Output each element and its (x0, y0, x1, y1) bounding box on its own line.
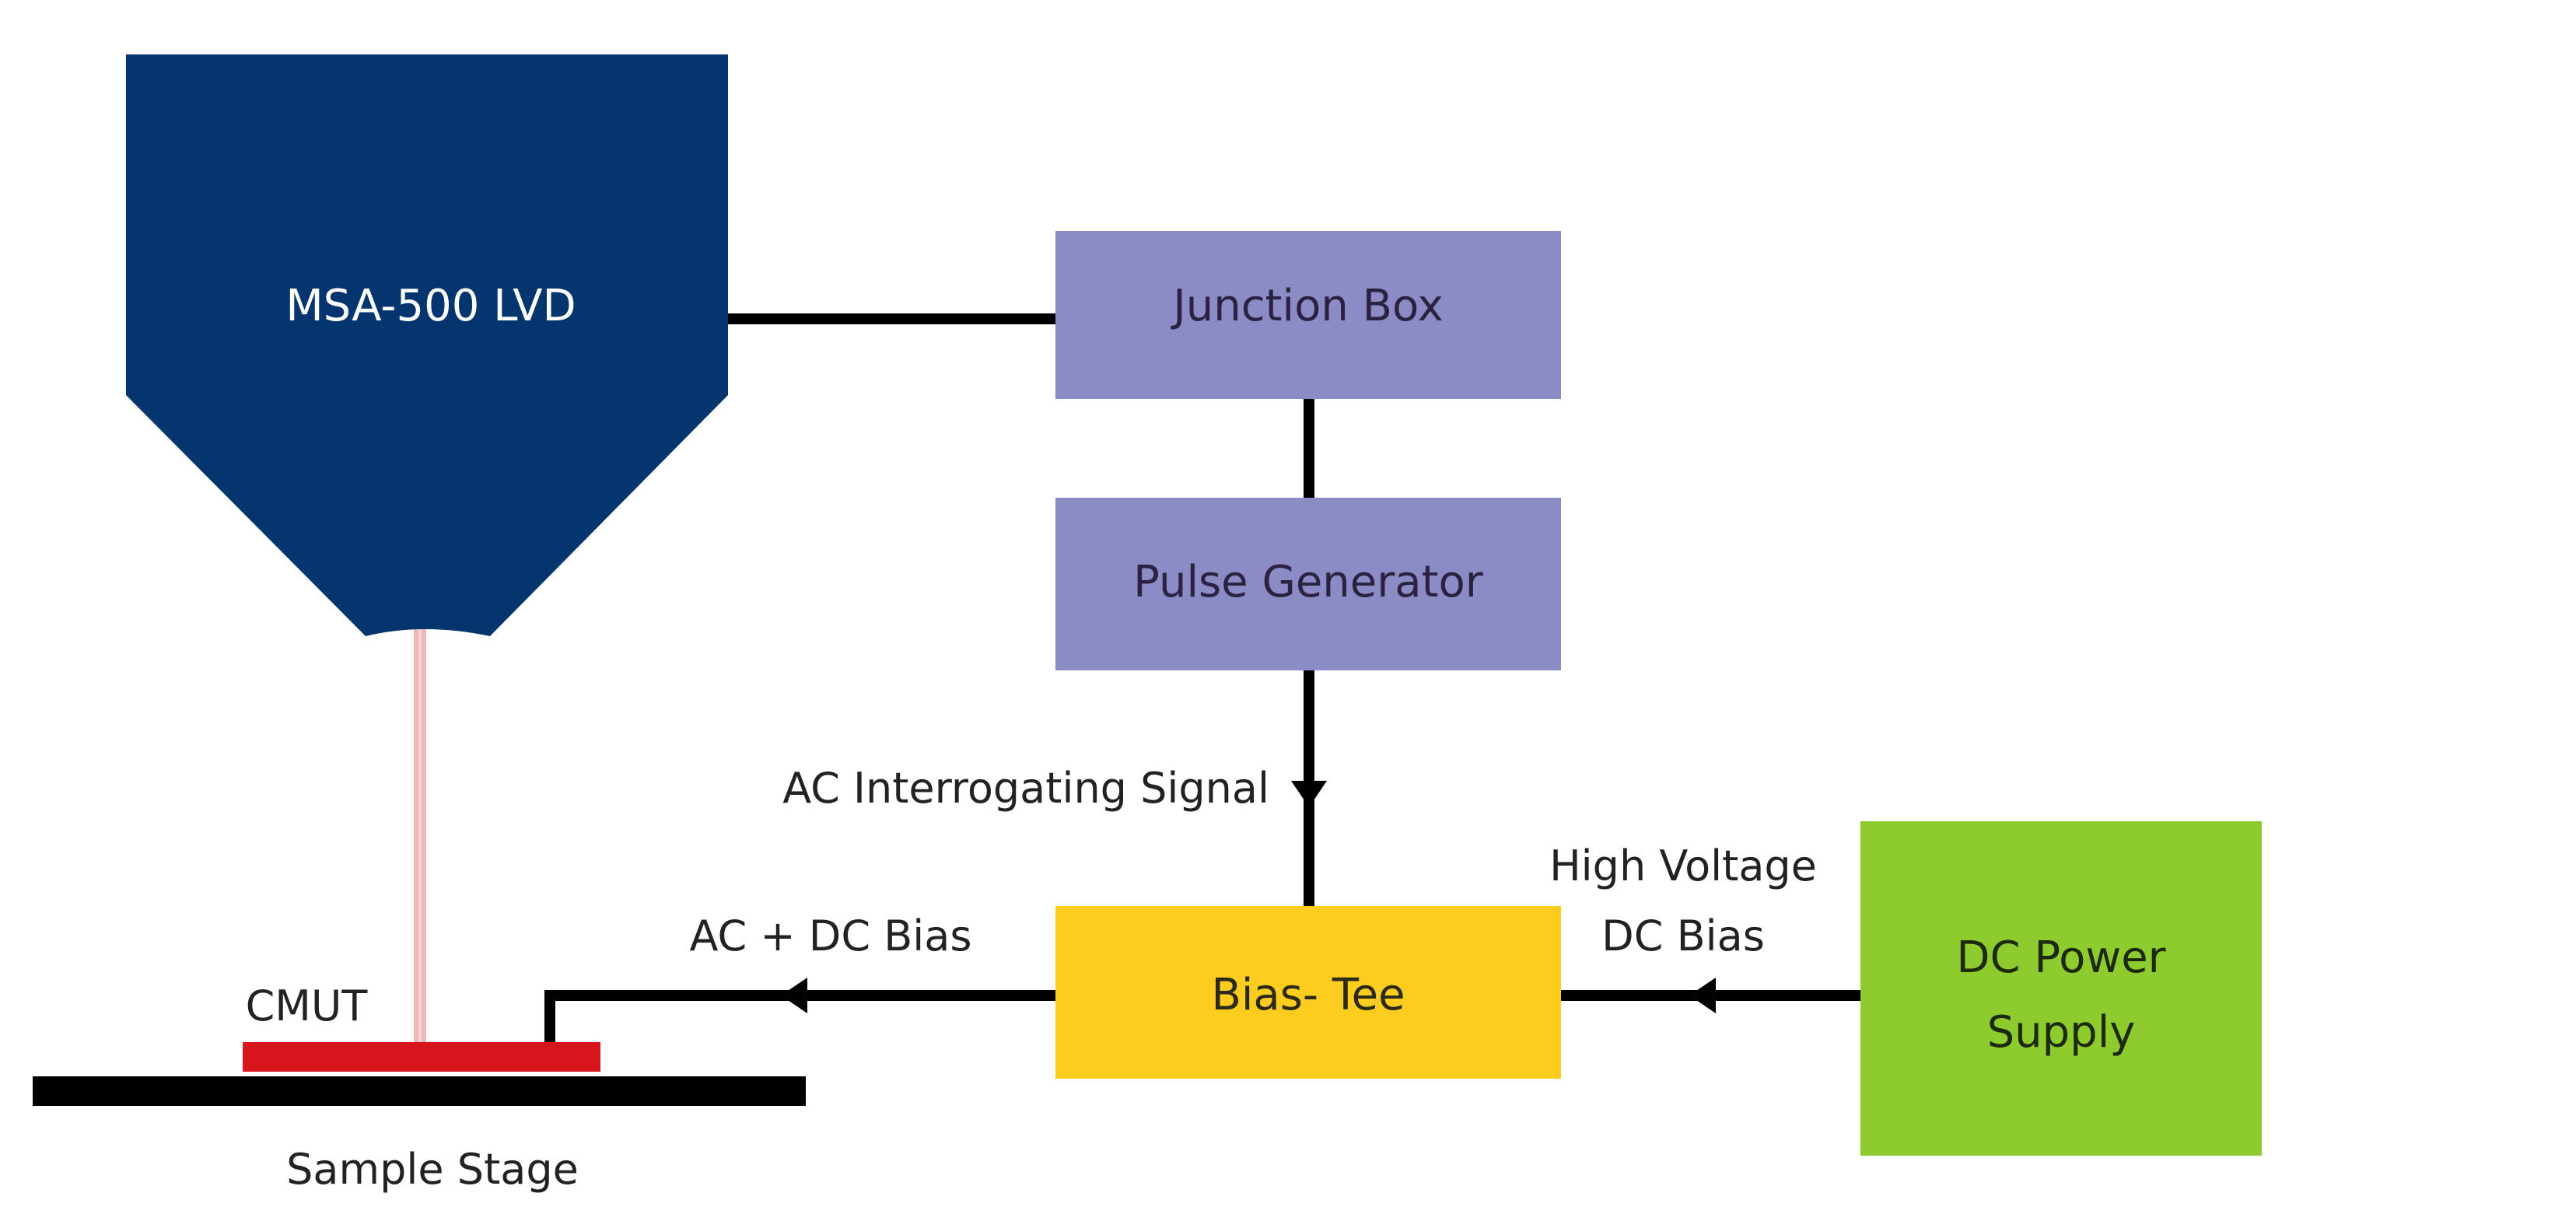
dc-power-supply-label-line2: Supply (1987, 1007, 2136, 1058)
pulse-generator (1055, 498, 1561, 670)
sample-stage-label: Sample Stage (286, 1145, 579, 1194)
laser-beam-core (418, 622, 422, 1042)
bias-tee (1055, 906, 1561, 1079)
high-voltage-label: High Voltage (1549, 841, 1817, 890)
junction-box-label: Junction Box (1171, 281, 1443, 331)
pulse-generator-label: Pulse Generator (1133, 557, 1484, 607)
wire-tee-cmut (544, 990, 1055, 1042)
msa-500-lvd-detector (126, 54, 728, 636)
arrow-left-icon (1689, 978, 1716, 1013)
ac-dc-bias-label: AC + DC Bias (690, 911, 972, 960)
bias-tee-label: Bias- Tee (1211, 970, 1405, 1020)
ac-interrogating-signal-label: AC Interrogating Signal (782, 764, 1269, 813)
arrow-down-icon (1291, 781, 1327, 807)
dc-bias-label: DC Bias (1601, 911, 1765, 960)
dc-power-supply-label-line1: DC Power (1956, 932, 2166, 983)
dc-power-supply (1860, 821, 2262, 1156)
arrow-left-icon (781, 978, 807, 1013)
junction-box (1055, 231, 1561, 399)
sample-stage (33, 1076, 806, 1106)
cmut-label: CMUT (246, 981, 369, 1030)
cmut (243, 1042, 600, 1072)
msa-500-lvd-label: MSA-500 LVD (285, 281, 576, 331)
